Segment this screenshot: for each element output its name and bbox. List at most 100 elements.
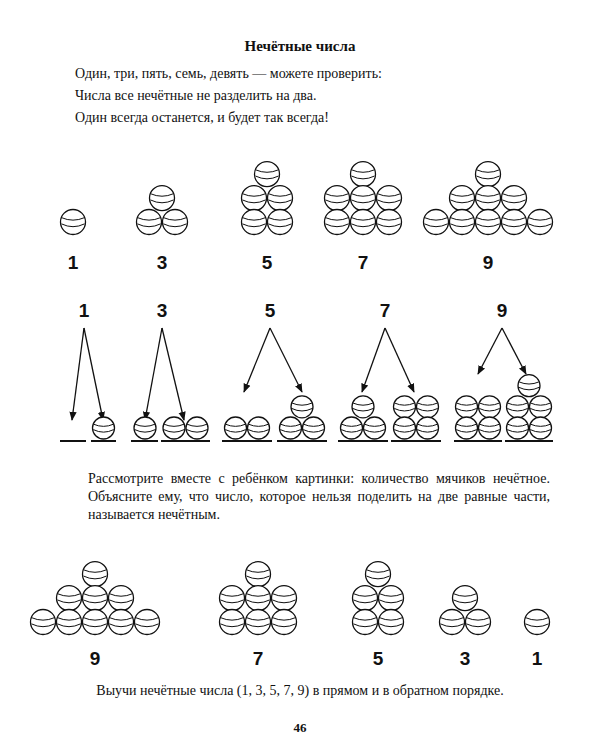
ball-stripe [84,624,107,627]
ball-outline [456,396,478,418]
ball [109,610,134,635]
ball-stripe [62,224,85,227]
ball-outline [353,586,378,611]
ball-outline [364,417,386,439]
ball-stripe [354,624,377,627]
ball-outline [83,586,108,611]
ball-stripe [479,403,499,405]
ball [525,610,550,635]
ball-stripe [138,218,161,221]
ball-stripe [280,430,300,432]
number-label: 3 [157,252,168,274]
ball-outline [351,162,376,187]
ball-stripe [441,618,464,621]
ball [353,610,378,635]
ball-stripe [326,218,349,221]
ball-outline [272,586,297,611]
ball [255,162,280,187]
ball-stripe [394,424,414,426]
ball-outline [31,610,56,635]
ball [394,417,416,439]
ball-stripe [248,430,268,432]
number-label: 5 [265,300,276,322]
ball-stripe [136,618,159,621]
ball-outline [417,417,439,439]
ball-stripe [394,403,414,405]
ball-stripe [352,176,375,179]
ball-outline [453,586,478,611]
ball-outline [93,417,115,439]
ball-outline [479,396,501,418]
ball-stripe [364,430,384,432]
ball-stripe [341,424,361,426]
ball-outline [255,162,280,187]
ball [351,186,376,211]
ball-stripe [354,600,377,603]
ball [528,210,553,235]
ball-stripe [221,594,244,597]
ball-outline [341,417,363,439]
ball [246,562,271,587]
ball [352,396,374,418]
ball [450,186,475,211]
ball [61,210,86,235]
ball-stripe [477,200,500,203]
ball-outline [325,186,350,211]
ball-stripe [479,430,499,432]
ball-outline [325,210,350,235]
ball-stripe [93,424,113,426]
ball-stripe [425,224,448,227]
ball-outline [377,186,402,211]
ball-stripe [367,576,390,579]
split-arrows [72,328,526,420]
ball-stripe [243,224,266,227]
ball-outline [456,417,478,439]
ball-outline [242,186,267,211]
ball-stripe [151,200,174,203]
ball-outline [424,210,449,235]
ball-stripe [273,594,296,597]
ball-stripe [247,618,270,621]
ball-stripe [58,600,81,603]
ball-stripe [187,430,207,432]
ball [351,210,376,235]
ball-stripe [58,624,81,627]
ball-outline [83,562,108,587]
ball [248,417,270,439]
ball-outline [479,417,501,439]
ball-stripe [247,600,270,603]
ball [246,610,271,635]
ball-stripe [247,576,270,579]
ball [57,586,82,611]
ball-stripe [477,176,500,179]
ball [351,162,376,187]
ball [220,610,245,635]
ball [109,586,134,611]
ball-outline [525,610,550,635]
ball-outline [502,210,527,235]
ball-stripe [526,618,549,621]
ball [502,210,527,235]
ball [417,417,439,439]
ball-stripe [62,218,85,221]
ball-stripe [58,618,81,621]
ball-outline [476,162,501,187]
ball-stripe [164,224,187,227]
ball-outline [303,417,325,439]
ball [377,186,402,211]
ball-outline [220,610,245,635]
ball-stripe [292,408,312,410]
ball-outline [366,562,391,587]
ball-stripe [507,424,527,426]
ball-stripe [479,424,499,426]
ball-stripe [378,218,401,221]
ball-stripe [467,624,490,627]
ball-stripe [353,408,373,410]
ball [268,186,293,211]
ball-stripe [326,224,349,227]
ball-stripe [326,200,349,203]
number-label: 1 [532,648,543,670]
number-label: 7 [253,648,264,670]
ball-outline [220,586,245,611]
ball-stripe [135,430,155,432]
